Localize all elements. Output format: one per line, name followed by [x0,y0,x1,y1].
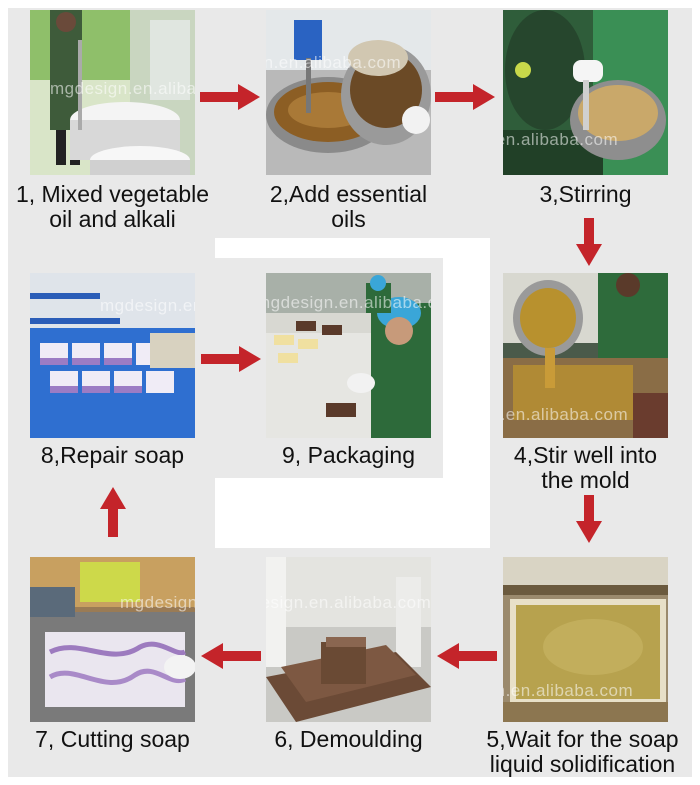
step-4-photo: mgdesign.en.alibaba.com [503,273,668,438]
step-1-label-line2: oil and alkali [49,206,176,232]
step-9-label-line1: 9, Packaging [282,442,415,468]
step-9-label: 9, Packaging [236,443,461,468]
step-7-label: 7, Cutting soap [0,727,225,752]
step-1-label: 1, Mixed vegetable oil and alkali [0,182,225,232]
arrow-down-icon [576,218,602,266]
arrow-down-icon [576,495,602,543]
step-3-label: 3,Stirring [473,182,698,207]
watermark: mgdesign.en.alibaba.com [120,593,195,613]
step-5-label-line2: liquid solidification [489,751,676,777]
step-3-label-line1: 3,Stirring [539,181,632,207]
step-1-photo: mgdesign.en.alibaba.com [30,10,195,175]
step-8-label-line1: 8,Repair soap [40,442,185,468]
step-2-label: 2,Add essential oils [236,182,461,232]
step-4-label-line1: 4,Stir well into [513,442,658,468]
step-8-label: 8,Repair soap [0,443,225,468]
arrow-right-icon [201,346,261,372]
watermark: mgdesign.en.alibaba.com [50,79,195,99]
step-2-label-line2: oils [331,206,366,232]
watermark: mgdesign.en.alibaba.com [100,296,195,316]
step-6-label: 6, Demoulding [236,727,461,752]
arrow-up-icon [100,487,126,537]
arrow-right-icon [435,84,495,110]
step-9-photo: mgdesign.en.alibaba.com [266,273,431,438]
arrow-left-icon [437,643,497,669]
step-2-label-line1: 2,Add essential [269,181,428,207]
step-4-label-line2: the mold [541,467,630,493]
step-8-photo: mgdesign.en.alibaba.com [30,273,195,438]
watermark: mgdesign.en.alibaba.com [503,130,619,150]
watermark: mgdesign.en.alibaba.com [266,292,431,312]
step-6-label-line1: 6, Demoulding [274,726,423,752]
watermark: mgdesign.en.alibaba.com [266,52,402,72]
arrow-right-icon [200,84,260,110]
step-5-photo: mgdesign.en.alibaba.com [503,557,668,722]
step-7-photo: mgdesign.en.alibaba.com [30,557,195,722]
arrow-left-icon [201,643,261,669]
step-2-photo: mgdesign.en.alibaba.com [266,10,431,175]
watermark: mgdesign.en.alibaba.com [503,405,629,424]
step-5-label: 5,Wait for the soap liquid solidificatio… [465,727,700,777]
step-1-label-line1: 1, Mixed vegetable [15,181,210,207]
watermark: mgdesign.en.alibaba.com [503,680,634,700]
step-7-label-line1: 7, Cutting soap [35,726,190,752]
watermark: mgdesign.en.alibaba.com [266,593,431,613]
step-6-photo: mgdesign.en.alibaba.com [266,557,431,722]
step-4-label: 4,Stir well into the mold [473,443,698,493]
step-5-label-line1: 5,Wait for the soap [486,726,679,752]
step-3-photo: mgdesign.en.alibaba.com [503,10,668,175]
